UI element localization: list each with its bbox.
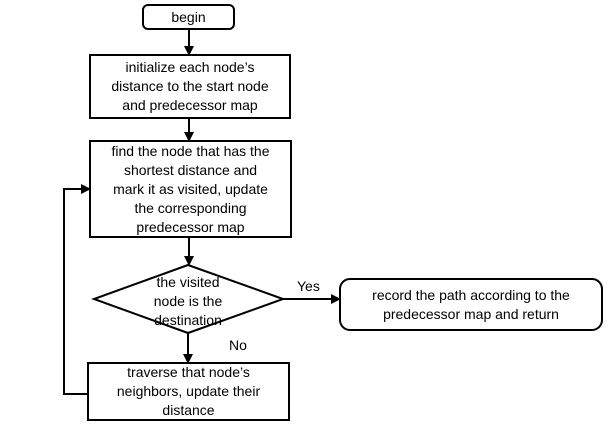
find-label-line: mark it as visited, update — [113, 180, 268, 197]
decision-label-line: node is the — [153, 292, 223, 309]
record-terminal — [339, 278, 603, 331]
traverse-label-line: neighbors, update their — [116, 383, 261, 399]
decision-label-line: the visited — [156, 273, 220, 290]
find-label-line: shortest distance and — [123, 161, 258, 178]
init-process-box — [89, 54, 291, 119]
find-label-line: predecessor map — [136, 218, 245, 235]
traverse-label-line: distance — [162, 402, 215, 418]
decision-label: the visited node is the destination — [128, 271, 248, 331]
yes-edge-label: Yes — [297, 278, 320, 294]
record-label-line: predecessor map and return — [383, 305, 559, 322]
find-label-line: find the node that has the — [111, 142, 270, 159]
init-label-line: initialize each node’s — [125, 59, 255, 75]
traverse-label-line: traverse that node’s — [127, 364, 250, 380]
arrow-traverse-loop-to-find — [63, 184, 91, 395]
init-process-label: initialize each node’s distance to the st… — [90, 55, 290, 118]
decision-label-line: destination — [154, 311, 222, 328]
record-label-line: record the path according to the — [372, 286, 570, 303]
begin-label-line: begin — [171, 8, 206, 25]
record-label: record the path according to the predeces… — [340, 279, 602, 330]
init-label-line: distance to the start node — [111, 78, 269, 94]
find-process-label: find the node that has the shortest dista… — [90, 141, 291, 237]
begin-label: begin — [143, 5, 234, 29]
traverse-process-box — [87, 362, 290, 421]
no-edge-label: No — [229, 337, 247, 353]
traverse-process-label: traverse that node’s neighbors, update th… — [88, 363, 289, 420]
find-label-line: the corresponding — [134, 199, 247, 216]
init-label-line: and predecessor map — [122, 97, 258, 113]
